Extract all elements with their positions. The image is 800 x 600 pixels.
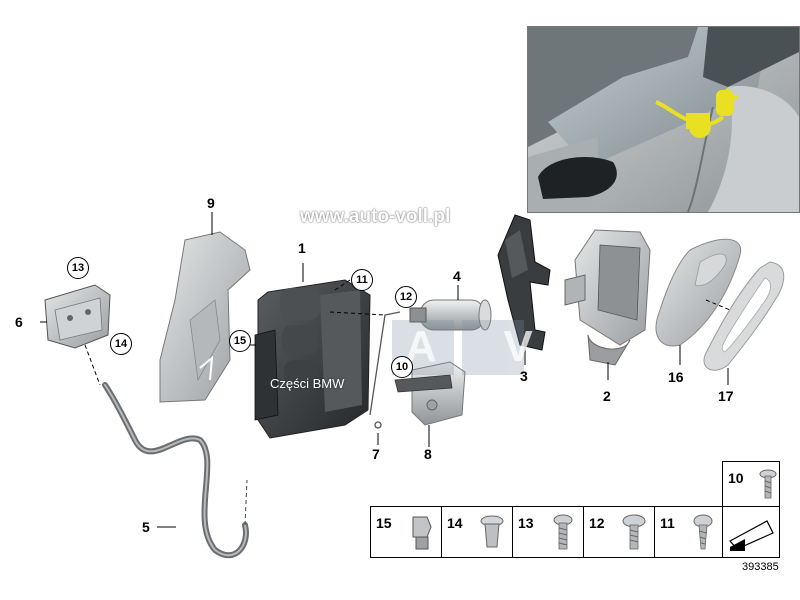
callout-16: 16 — [668, 369, 684, 385]
fastener-cell-12: 12 — [583, 506, 655, 558]
callout-13: 13 — [67, 257, 89, 279]
part-6-handle-module — [44, 284, 111, 349]
fastener-label: 12 — [589, 515, 605, 531]
callout-2: 2 — [603, 388, 611, 404]
part-5-bowden-cable — [102, 382, 249, 559]
fastener-label: 10 — [728, 470, 744, 486]
callout-3: 3 — [520, 368, 528, 384]
callout-7: 7 — [372, 446, 380, 462]
callout-15: 15 — [229, 330, 251, 352]
diagram-number: 393385 — [742, 561, 779, 573]
part-3-bracket — [497, 214, 551, 351]
vehicle-location-inset — [527, 26, 800, 213]
callout-14: 14 — [110, 333, 132, 355]
callout-8: 8 — [424, 446, 432, 462]
av-watermark-letters: A V — [405, 322, 561, 371]
callout-5: 5 — [142, 519, 150, 535]
callout-11: 11 — [351, 269, 373, 291]
torx-screw-icon — [693, 514, 713, 550]
callout-9: 9 — [207, 195, 215, 211]
highlighted-door-lock-harness — [655, 87, 738, 138]
clip-nut-icon — [412, 516, 432, 550]
fastener-cell-11: 11 — [654, 506, 723, 558]
brand-watermark: Części BMW — [270, 376, 345, 391]
part-17-gasket — [703, 261, 785, 371]
callout-6: 6 — [15, 314, 23, 330]
fastener-cell-13: 13 — [512, 506, 584, 558]
part-4-actuator — [409, 299, 492, 331]
part-7-lock-rod — [369, 311, 401, 429]
callout-10: 10 — [391, 356, 413, 378]
callout-12: 12 — [395, 286, 417, 308]
fastener-label: 13 — [518, 515, 534, 531]
fastener-cell-15: 15 — [370, 506, 442, 558]
fastener-cell-10: 10 — [722, 461, 780, 507]
vehicle-inset-drawing — [528, 27, 799, 212]
fastener-label: 11 — [660, 515, 675, 531]
part-8-striker-plate — [394, 361, 466, 426]
fastener-label: 14 — [447, 515, 463, 531]
part-9-insulation-cover — [159, 231, 251, 403]
fastener-cell-14: 14 — [441, 506, 513, 558]
flange-bolt-icon — [622, 514, 646, 550]
expanding-nut-icon — [480, 515, 504, 548]
part-16-handle-cover — [655, 238, 742, 347]
callout-17: 17 — [718, 388, 734, 404]
screw-icon — [759, 469, 777, 499]
bolt-icon — [553, 514, 573, 550]
arrow-reference-cell — [722, 506, 780, 558]
site-watermark: www.auto-voll.pl — [300, 206, 451, 227]
arrow-direction-icon — [729, 520, 774, 551]
part-2-outer-handle — [564, 229, 651, 366]
part-1-door-lock — [254, 279, 371, 439]
callout-4: 4 — [453, 268, 461, 284]
callout-1: 1 — [298, 240, 306, 256]
fastener-label: 15 — [376, 515, 392, 531]
